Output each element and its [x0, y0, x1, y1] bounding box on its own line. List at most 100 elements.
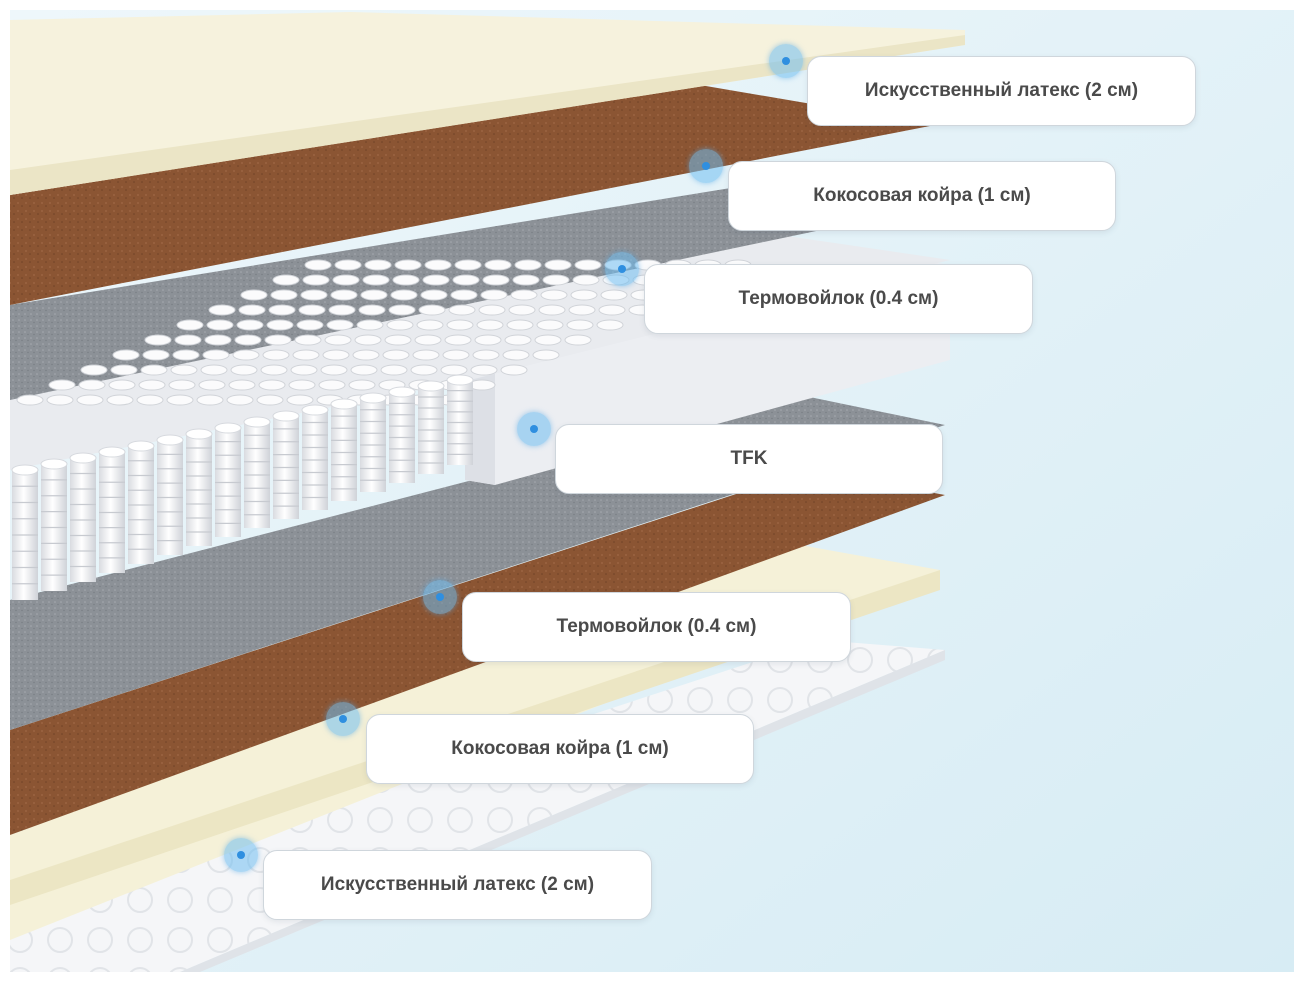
- spring-top: [380, 364, 408, 376]
- spring-top: [542, 274, 570, 286]
- spring-top: [16, 394, 44, 406]
- spring-top: [510, 289, 538, 301]
- spring-coil: [214, 422, 242, 537]
- spring-top: [500, 364, 528, 376]
- spring-top: [322, 349, 350, 361]
- spring-top: [420, 289, 448, 301]
- spring-top: [354, 334, 382, 346]
- layer-marker-icon: [689, 149, 723, 183]
- spring-top: [328, 304, 356, 316]
- spring-top: [412, 349, 440, 361]
- spring-top: [574, 259, 602, 271]
- spring-top: [288, 379, 316, 391]
- spring-top: [108, 379, 136, 391]
- spring-top: [76, 394, 104, 406]
- layer-marker-icon: [769, 44, 803, 78]
- layer-marker-icon: [605, 252, 639, 286]
- spring-top: [228, 379, 256, 391]
- spring-top: [544, 259, 572, 271]
- spring-top: [142, 349, 170, 361]
- spring-coil: [156, 434, 184, 555]
- spring-top: [326, 319, 354, 331]
- spring-top: [296, 319, 324, 331]
- spring-top: [382, 349, 410, 361]
- spring-top: [454, 259, 482, 271]
- spring-top: [174, 334, 202, 346]
- spring-top: [204, 334, 232, 346]
- spring-top: [444, 334, 472, 346]
- spring-top: [388, 304, 416, 316]
- spring-top: [256, 394, 284, 406]
- spring-top: [410, 364, 438, 376]
- spring-top: [286, 394, 314, 406]
- spring-top: [474, 334, 502, 346]
- spring-top: [358, 304, 386, 316]
- spring-top: [572, 274, 600, 286]
- spring-top: [238, 304, 266, 316]
- layer-marker-icon: [517, 412, 551, 446]
- spring-top: [300, 289, 328, 301]
- spring-top: [506, 319, 534, 331]
- spring-top: [424, 259, 452, 271]
- layer-marker-icon: [326, 702, 360, 736]
- spring-top: [80, 364, 108, 376]
- spring-top: [198, 379, 226, 391]
- spring-top: [260, 364, 288, 376]
- spring-top: [360, 289, 388, 301]
- spring-coil: [388, 386, 416, 483]
- spring-top: [268, 304, 296, 316]
- spring-top: [236, 319, 264, 331]
- spring-top: [540, 289, 568, 301]
- spring-coil: [446, 374, 474, 465]
- spring-top: [514, 259, 542, 271]
- spring-top: [168, 379, 196, 391]
- spring-top: [570, 289, 598, 301]
- spring-top: [144, 334, 172, 346]
- spring-coil: [98, 446, 126, 573]
- spring-top: [392, 274, 420, 286]
- spring-coil: [272, 410, 300, 519]
- spring-top: [200, 364, 228, 376]
- spring-top: [332, 274, 360, 286]
- spring-top: [348, 379, 376, 391]
- spring-top: [266, 319, 294, 331]
- spring-top: [112, 349, 140, 361]
- spring-top: [512, 274, 540, 286]
- spring-top: [384, 334, 412, 346]
- spring-coil: [11, 464, 39, 600]
- spring-top: [538, 304, 566, 316]
- coir-top-layer: [10, 85, 935, 305]
- spring-top: [294, 334, 322, 346]
- layer-label-felt-bottom: Термовойлок (0.4 см): [462, 592, 851, 662]
- layer-label-coir-bottom: Кокосовая койра (1 см): [366, 714, 754, 784]
- layer-label-latex-bottom: Искусственный латекс (2 см): [263, 850, 652, 920]
- spring-top: [240, 289, 268, 301]
- spring-top: [226, 394, 254, 406]
- spring-top: [208, 304, 236, 316]
- spring-top: [472, 349, 500, 361]
- spring-top: [440, 364, 468, 376]
- spring-top: [138, 379, 166, 391]
- spring-top: [330, 289, 358, 301]
- spring-top: [450, 289, 478, 301]
- spring-top: [442, 349, 470, 361]
- spring-top: [272, 274, 300, 286]
- spring-top: [482, 274, 510, 286]
- spring-top: [484, 259, 512, 271]
- spring-top: [600, 289, 628, 301]
- spring-top: [448, 304, 476, 316]
- spring-top: [290, 364, 318, 376]
- spring-top: [136, 394, 164, 406]
- spring-top: [394, 259, 422, 271]
- spring-top: [564, 334, 592, 346]
- spring-coil: [417, 380, 445, 474]
- spring-top: [352, 349, 380, 361]
- spring-coil: [185, 428, 213, 546]
- spring-top: [356, 319, 384, 331]
- spring-top: [302, 274, 330, 286]
- spring-top: [292, 349, 320, 361]
- spring-top: [320, 364, 348, 376]
- spring-top: [202, 349, 230, 361]
- spring-coil: [243, 416, 271, 528]
- spring-top: [318, 379, 346, 391]
